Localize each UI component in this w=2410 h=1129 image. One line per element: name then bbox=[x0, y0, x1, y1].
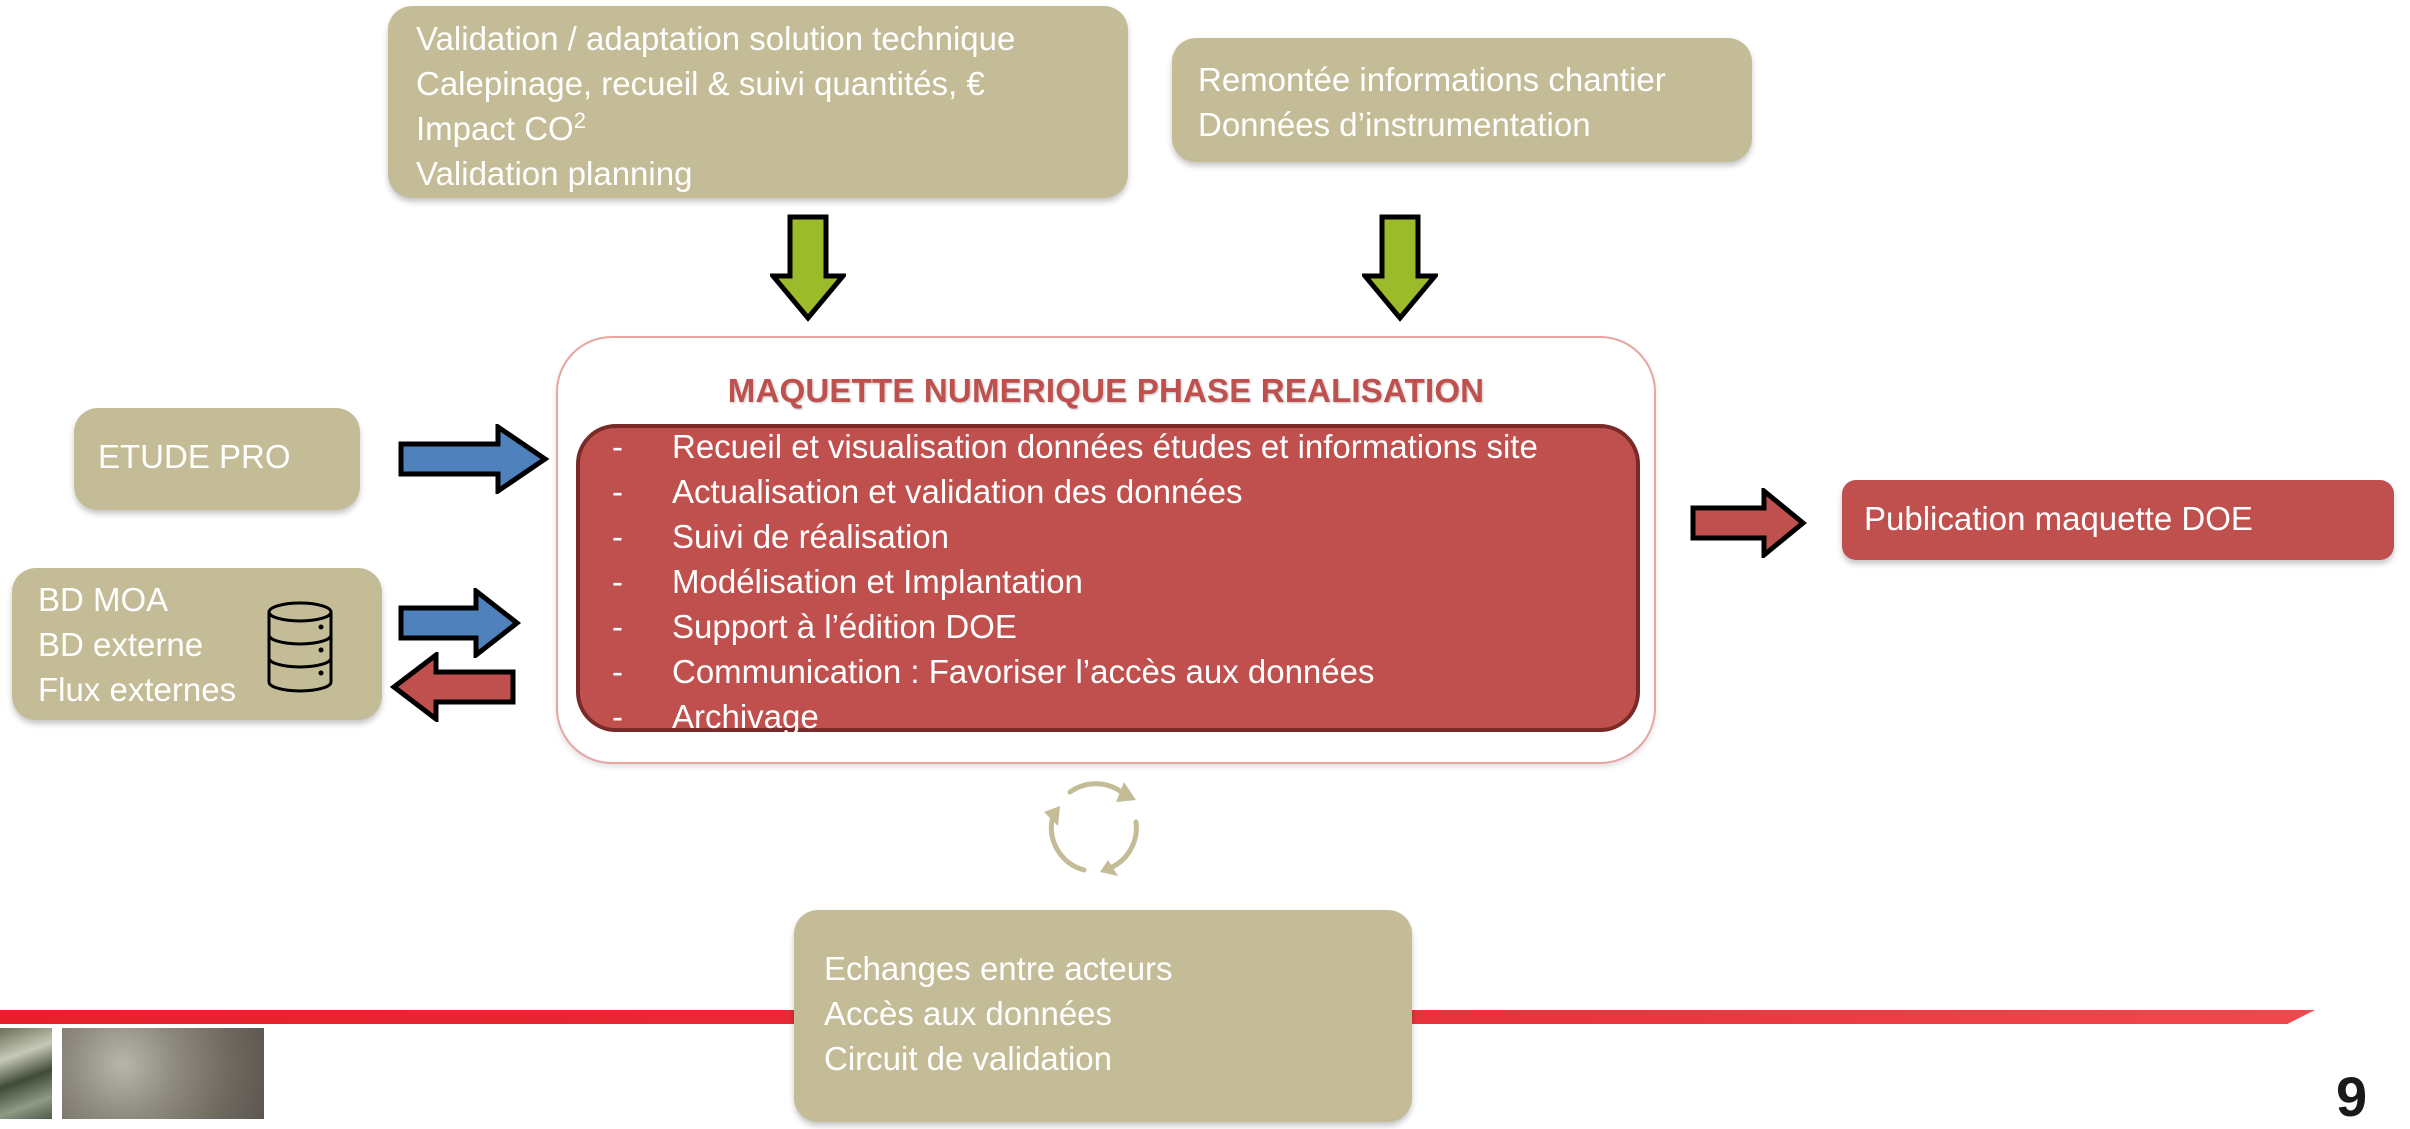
list-item: - Actualisation et validation des données bbox=[612, 469, 1538, 514]
main-list: - Recueil et visualisation données études… bbox=[612, 424, 1538, 739]
box-line: Calepinage, recueil & suivi quantités, € bbox=[416, 65, 985, 102]
list-bullet: - bbox=[612, 698, 623, 735]
list-item: - Modélisation et Implantation bbox=[612, 559, 1538, 604]
list-item: - Communication : Favoriser l’accès aux d… bbox=[612, 649, 1538, 694]
cycle-icon bbox=[1044, 781, 1139, 876]
list-bullet: - bbox=[612, 563, 623, 600]
footer-photo bbox=[0, 1028, 52, 1119]
down-arrow-icon bbox=[1362, 214, 1438, 322]
list-bullet: - bbox=[612, 518, 623, 555]
right-arrow-icon bbox=[398, 424, 550, 494]
list-bullet: - bbox=[612, 473, 623, 510]
box-line: Flux externes bbox=[38, 671, 237, 708]
co-superscript: 2 bbox=[573, 108, 586, 133]
main-realisation-frame: MAQUETTE NUMERIQUE PHASE REALISATION - Re… bbox=[556, 336, 1656, 764]
box-line: Validation planning bbox=[416, 155, 693, 192]
box-line: Echanges entre acteurs bbox=[824, 950, 1173, 987]
box-line: Validation / adaptation solution techniq… bbox=[416, 20, 1016, 57]
list-item-text: Suivi de réalisation bbox=[672, 518, 949, 555]
footer-photo bbox=[62, 1028, 264, 1119]
right-arrow-icon bbox=[398, 588, 522, 658]
databases-box: BD MOA BD externe Flux externes bbox=[12, 568, 382, 720]
page-number: 9 bbox=[2336, 1065, 2368, 1128]
list-item: - Archivage bbox=[612, 694, 1538, 739]
box-line: Impact CO2 bbox=[416, 106, 1100, 151]
list-item: - Support à l’édition DOE bbox=[612, 604, 1538, 649]
publication-box: Publication maquette DOE bbox=[1842, 480, 2394, 560]
publication-label: Publication maquette DOE bbox=[1864, 500, 2253, 537]
list-bullet: - bbox=[612, 653, 623, 690]
list-item-text: Support à l’édition DOE bbox=[672, 608, 1017, 645]
box-line: Données d’instrumentation bbox=[1198, 106, 1591, 143]
box-line: Circuit de validation bbox=[824, 1040, 1112, 1077]
list-item: - Suivi de réalisation bbox=[612, 514, 1538, 559]
list-bullet: - bbox=[612, 428, 623, 465]
etude-pro-label: ETUDE PRO bbox=[98, 438, 291, 475]
etude-pro-box: ETUDE PRO bbox=[74, 408, 360, 510]
technical-validation-box: Validation / adaptation solution techniq… bbox=[388, 6, 1128, 198]
right-arrow-icon bbox=[1690, 488, 1807, 558]
down-arrow-icon bbox=[770, 214, 846, 322]
list-item-text: Modélisation et Implantation bbox=[672, 563, 1083, 600]
list-item: - Recueil et visualisation données études… bbox=[612, 424, 1538, 469]
list-bullet: - bbox=[612, 608, 623, 645]
main-content-panel: - Recueil et visualisation données études… bbox=[576, 424, 1640, 735]
co-label: Impact CO bbox=[416, 110, 574, 147]
box-line: Accès aux données bbox=[824, 995, 1113, 1032]
site-information-box: Remontée informations chantier Données d… bbox=[1172, 38, 1752, 162]
list-item-text: Actualisation et validation des données bbox=[672, 473, 1243, 510]
left-arrow-icon bbox=[390, 652, 516, 722]
box-line: Remontée informations chantier bbox=[1198, 61, 1666, 98]
box-line: BD externe bbox=[38, 626, 204, 663]
list-item-text: Recueil et visualisation données études … bbox=[672, 428, 1538, 465]
database-icon bbox=[267, 601, 333, 693]
exchanges-box: Echanges entre acteurs Accès aux données… bbox=[794, 910, 1412, 1122]
list-item-text: Archivage bbox=[672, 698, 819, 735]
box-line: BD MOA bbox=[38, 581, 169, 618]
main-title: MAQUETTE NUMERIQUE PHASE REALISATION bbox=[727, 372, 1485, 409]
list-item-text: Communication : Favoriser l’accès aux do… bbox=[672, 653, 1375, 690]
